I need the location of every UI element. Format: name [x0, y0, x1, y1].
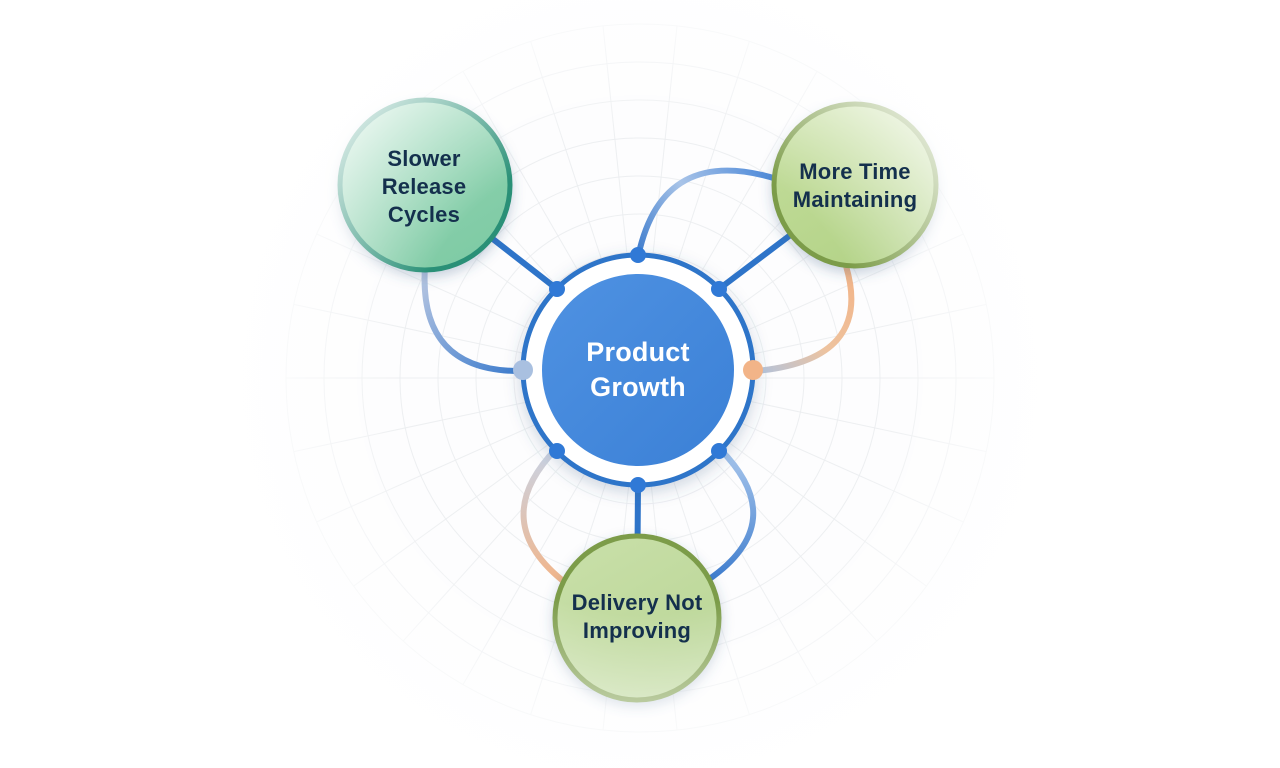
anchor-dot-bottom-left	[549, 443, 565, 459]
label-line: Maintaining	[792, 187, 918, 212]
label-line: Improving	[582, 618, 692, 643]
anchor-dot-bottom	[630, 477, 646, 493]
label-line: Growth	[590, 372, 686, 402]
connector-arc-top	[635, 167, 783, 260]
node-label-more-time-maintaining: More Time Maintaining	[793, 158, 917, 214]
anchor-dot-top-left	[549, 281, 565, 297]
anchor-dot-top-right	[711, 281, 727, 297]
center-hub-label: Product Growth	[586, 335, 689, 405]
anchor-dot-bottom-right	[711, 443, 727, 459]
node-label-delivery-not-improving: Delivery Not Improving	[572, 589, 703, 645]
anchor-dot-top	[630, 247, 646, 263]
label-line: Cycles	[387, 202, 461, 228]
anchor-dot-right	[743, 360, 763, 380]
label-line: Delivery Not	[571, 589, 703, 615]
node-label-slower-release-cycles: Slower Release Cycles	[382, 145, 467, 229]
label-line: Product	[586, 336, 690, 367]
label-line: Slower	[387, 145, 461, 171]
label-line: More Time	[799, 158, 911, 184]
anchor-dot-left	[513, 360, 533, 380]
connector-curve-right	[753, 263, 855, 374]
label-line: Release	[381, 173, 467, 199]
